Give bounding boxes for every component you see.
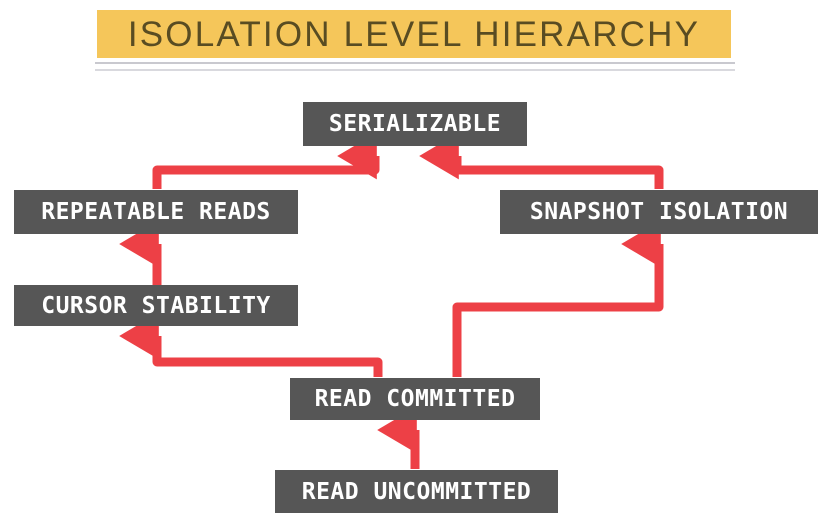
node-cursor-stability[interactable]: CURSOR STABILITY xyxy=(14,285,298,326)
node-serializable[interactable]: SERIALIZABLE xyxy=(303,102,527,146)
edge-read-committed-to-cursor-stability xyxy=(119,312,383,377)
edge-read-committed-to-snapshot-isolation xyxy=(452,220,664,377)
title-highlight-band: ISOLATION LEVEL HIERARCHY xyxy=(97,10,731,58)
node-repeatable-reads[interactable]: REPEATABLE READS xyxy=(14,190,298,234)
edge-repeatable-reads-to-serializable xyxy=(152,132,380,189)
node-snapshot-isolation[interactable]: SNAPSHOT ISOLATION xyxy=(500,190,818,234)
edge-snapshot-isolation-to-serializable xyxy=(419,132,664,189)
page-title: ISOLATION LEVEL HIERARCHY xyxy=(127,14,701,54)
node-read-uncommitted[interactable]: READ UNCOMMITTED xyxy=(275,470,558,513)
title-divider-rule xyxy=(95,62,735,71)
node-read-committed[interactable]: READ COMMITTED xyxy=(290,378,540,420)
